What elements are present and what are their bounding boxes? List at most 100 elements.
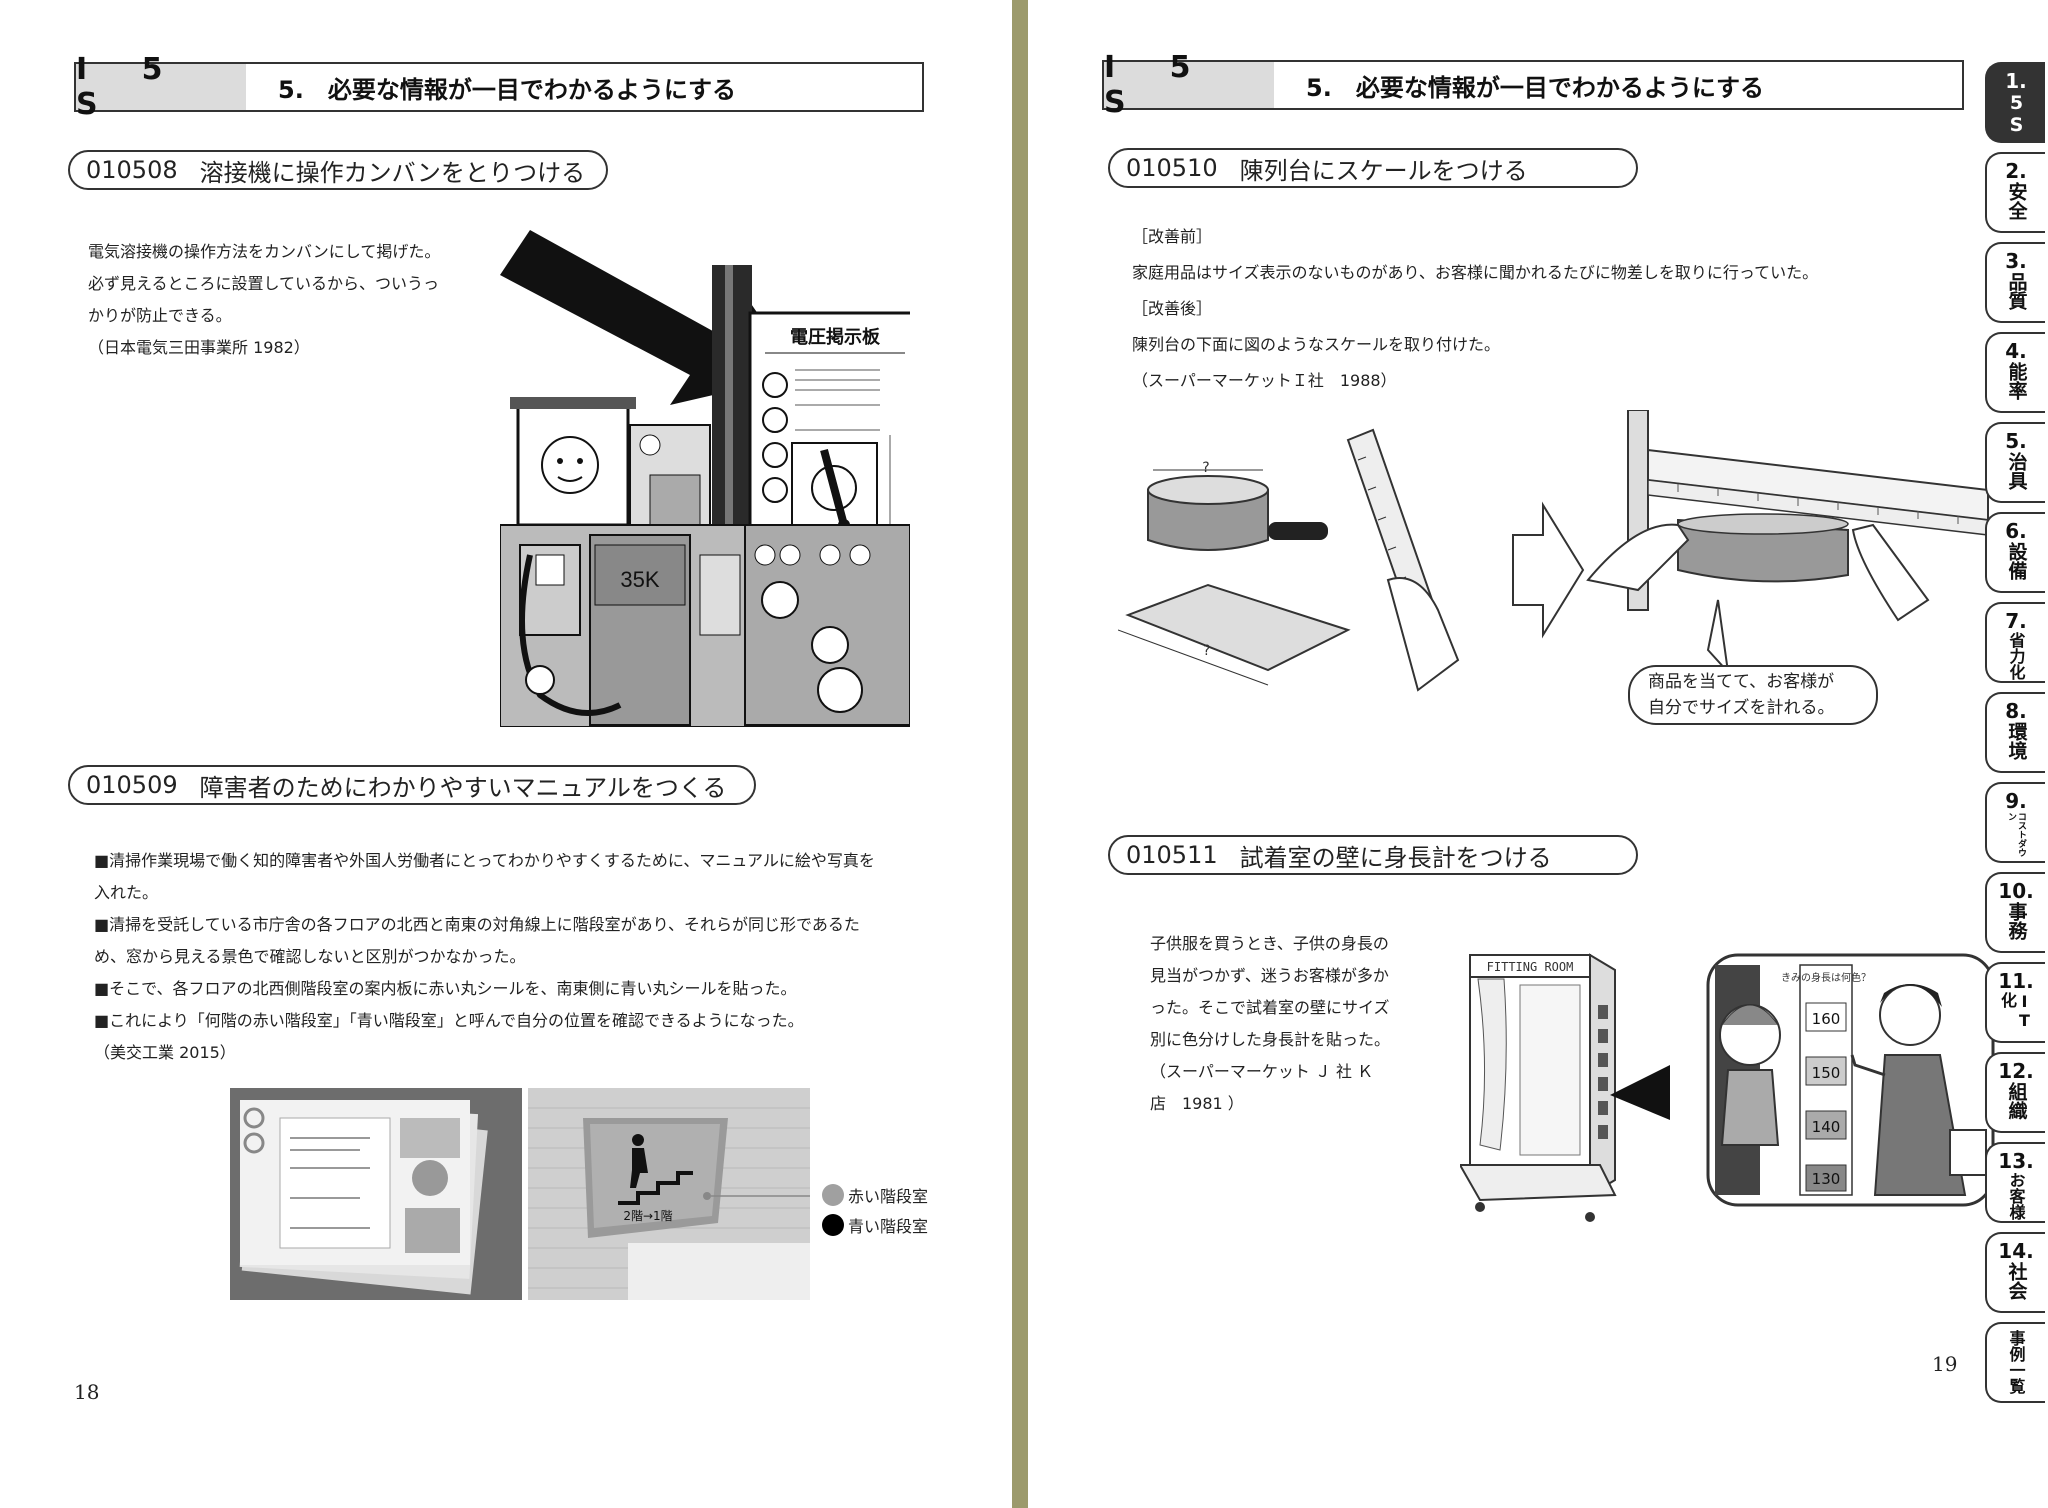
black-dot-icon [822, 1214, 844, 1236]
body-line: ■清掃作業現場で働く知的障害者や外国人労働者にとってわかりやすくするために、マニ… [94, 851, 875, 870]
book-spine [1012, 0, 1028, 1508]
tab-it[interactable]: 11. IT化 [1985, 962, 2045, 1043]
body-line: 見当がつかず、迷うお客様が多か [1150, 966, 1389, 985]
body-line: ■清掃を受託している市庁舎の各フロアの北西と南東の対角線上に階段室があり、それら… [94, 915, 860, 934]
model-label: 35K [620, 567, 659, 592]
tab-labor-saving[interactable]: 7. 省力化 [1985, 602, 2045, 683]
size-130: 130 [1812, 1170, 1841, 1188]
tab-customers[interactable]: 13. お客様 [1985, 1142, 2045, 1223]
speech-line: 商品を当てて、お客様が [1648, 672, 1835, 692]
case-code: 010511 [1126, 841, 1218, 869]
case-title-010508: 010508 溶接機に操作カンバンをとりつける [68, 150, 608, 190]
fitting-room-illustration: FITTING ROOM きみの身長は何色？ 160 150 140 130 [1460, 953, 1995, 1222]
case-heading: 試着室の壁に身長計をつける [1239, 843, 1552, 872]
tab-label: 治具 [2005, 452, 2028, 490]
size-160: 160 [1812, 1010, 1841, 1028]
case-body-010509: ■清掃作業現場で働く知的障害者や外国人労働者にとってわかりやすくするために、マニ… [94, 845, 924, 1069]
speech-balloon: 商品を当てて、お客様が 自分でサイズを計れる。 [1628, 665, 1878, 725]
tab-label: 品質 [2005, 272, 2028, 310]
tab-label: 設備 [2005, 542, 2028, 580]
board-title: 電圧掲示板 [790, 326, 881, 348]
case-code: 010509 [86, 771, 178, 799]
body-line: 必ず見えるところに設置しているから、ついうっ [88, 274, 440, 293]
tab-office[interactable]: 10. 事務 [1985, 872, 2045, 953]
tab-efficiency[interactable]: 4. 能率 [1985, 332, 2045, 413]
tab-number: 2. [2005, 159, 2027, 183]
tab-label: 能率 [2005, 362, 2028, 400]
tab-number: 7. [2005, 609, 2027, 633]
svg-text:?: ? [1202, 460, 1209, 476]
tab-safety[interactable]: 2. 安全 [1985, 152, 2045, 233]
tab-jigs[interactable]: 5. 治具 [1985, 422, 2045, 503]
case-title-010510: 010510 陳列台にスケールをつける [1108, 148, 1638, 188]
tab-label: 安全 [2005, 182, 2028, 220]
body-line: ■そこで、各フロアの北西側階段室の案内板に赤い丸シールを、南東側に青い丸シールを… [94, 979, 797, 998]
body-line: （スーパーマーケットＩ社 1988） [1132, 371, 1397, 390]
tab-society[interactable]: 14. 社会 [1985, 1232, 2045, 1313]
welding-machine-illustration: 電圧掲示板 35K [500, 225, 910, 727]
tab-label: 事務 [2005, 902, 2028, 940]
tab-label: 事例一覧 [2006, 1330, 2026, 1394]
tab-organization[interactable]: 12. 組織 [1985, 1052, 2045, 1133]
body-line: め、窓から見える景色で確認しないと区別がつかなかった。 [94, 947, 526, 966]
tab-number: 13. [1998, 1149, 2034, 1173]
section-tag: I 5 S [76, 52, 246, 122]
tab-number: 5. [2005, 429, 2027, 453]
tab-quality[interactable]: 3. 品質 [1985, 242, 2045, 323]
height-chart-label: きみの身長は何色？ [1781, 971, 1871, 984]
section-title: 5. 必要な情報が一目でわかるようにする [1306, 73, 1765, 102]
tab-number: 6. [2005, 519, 2027, 543]
body-line: （スーパーマーケット Ｊ 社 Ｋ [1150, 1062, 1374, 1081]
tab-label: 組織 [2005, 1082, 2028, 1120]
body-line: ［改善後］ [1132, 299, 1213, 318]
case-body-010508: 電気溶接機の操作方法をカンバンにして掲げた。 必ず見えるところに設置しているから… [88, 236, 488, 364]
tab-label: 社会 [2005, 1262, 2028, 1300]
case-heading: 溶接機に操作カンバンをとりつける [199, 158, 586, 187]
legend-label: 青い階段室 [848, 1217, 929, 1236]
body-line: った。そこで試着室の壁にサイズ [1150, 998, 1390, 1017]
tab-label: 環境 [2005, 722, 2028, 760]
body-line: （美交工業 2015） [94, 1043, 236, 1062]
tab-case-list[interactable]: 事例一覧 [1985, 1322, 2045, 1403]
body-line: 電気溶接機の操作方法をカンバンにして掲げた。 [88, 242, 441, 261]
tab-number: 4. [2005, 339, 2027, 363]
case-code: 010508 [86, 156, 178, 184]
case-title-010509: 010509 障害者のためにわかりやすいマニュアルをつくる [68, 765, 756, 805]
tab-number: 3. [2005, 249, 2027, 273]
tab-number: 14. [1998, 1239, 2034, 1263]
case-heading: 障害者のためにわかりやすいマニュアルをつくる [199, 773, 727, 802]
legend-blue-stair: 青い階段室 [822, 1213, 928, 1237]
legend-red-stair: 赤い階段室 [822, 1183, 928, 1207]
case-title-010511: 010511 試着室の壁に身長計をつける [1108, 835, 1638, 875]
tab-label: お客様 [2006, 1172, 2026, 1220]
right-page: I 5 S 5. 必要な情報が一目でわかるようにする 010510 陳列台にスケ… [1028, 0, 2048, 1508]
tab-environment[interactable]: 8. 環境 [1985, 692, 2045, 773]
case-heading: 陳列台にスケールをつける [1239, 156, 1528, 185]
page-number: 18 [74, 1380, 100, 1404]
svg-text:?: ? [1203, 643, 1210, 659]
case-code: 010510 [1126, 154, 1218, 182]
section-header: I 5 S 5. 必要な情報が一目でわかるようにする [1102, 50, 1964, 120]
stair-sign-photo: 2階→1階 [528, 1088, 810, 1300]
chapter-tabs: 1. 5S 2. 安全 3. 品質 4. 能率 5. 治具 6. 設備 7. 省… [1985, 62, 2048, 1412]
tab-equipment[interactable]: 6. 設備 [1985, 512, 2045, 593]
walker-icon [632, 1134, 644, 1146]
tab-label: 省力化 [2006, 632, 2026, 680]
section-title: 5. 必要な情報が一目でわかるようにする [278, 75, 737, 104]
section-tag: I 5 S [1104, 50, 1274, 120]
body-line: （日本電気三田事業所 1982） [88, 338, 310, 357]
legend-label: 赤い階段室 [848, 1187, 929, 1206]
body-line: 入れた。 [94, 883, 159, 902]
sign-text: 2階→1階 [623, 1208, 672, 1223]
tab-number: 12. [1998, 1059, 2034, 1083]
section-header: I 5 S 5. 必要な情報が一目でわかるようにする [74, 52, 924, 122]
body-line: 店 1981 ） [1150, 1094, 1244, 1113]
case-body-010510: ［改善前］ 家庭用品はサイズ表示のないものがあり、お客様に聞かれるたびに物差しを… [1132, 219, 1982, 399]
body-line: 家庭用品はサイズ表示のないものがあり、お客様に聞かれるたびに物差しを取りに行って… [1132, 263, 1819, 282]
tab-5s[interactable]: 1. 5S [1985, 62, 2045, 143]
case-body-010511: 子供服を買うとき、子供の身長の 見当がつかず、迷うお客様が多か った。そこで試着… [1150, 928, 1430, 1120]
tab-number: 11. [1998, 969, 2034, 993]
tab-cost-down[interactable]: 9. コストダウン [1985, 782, 2045, 863]
body-line: かりが防止できる。 [88, 306, 232, 325]
body-line: 別に色分けした身長計を貼った。 [1150, 1030, 1391, 1049]
